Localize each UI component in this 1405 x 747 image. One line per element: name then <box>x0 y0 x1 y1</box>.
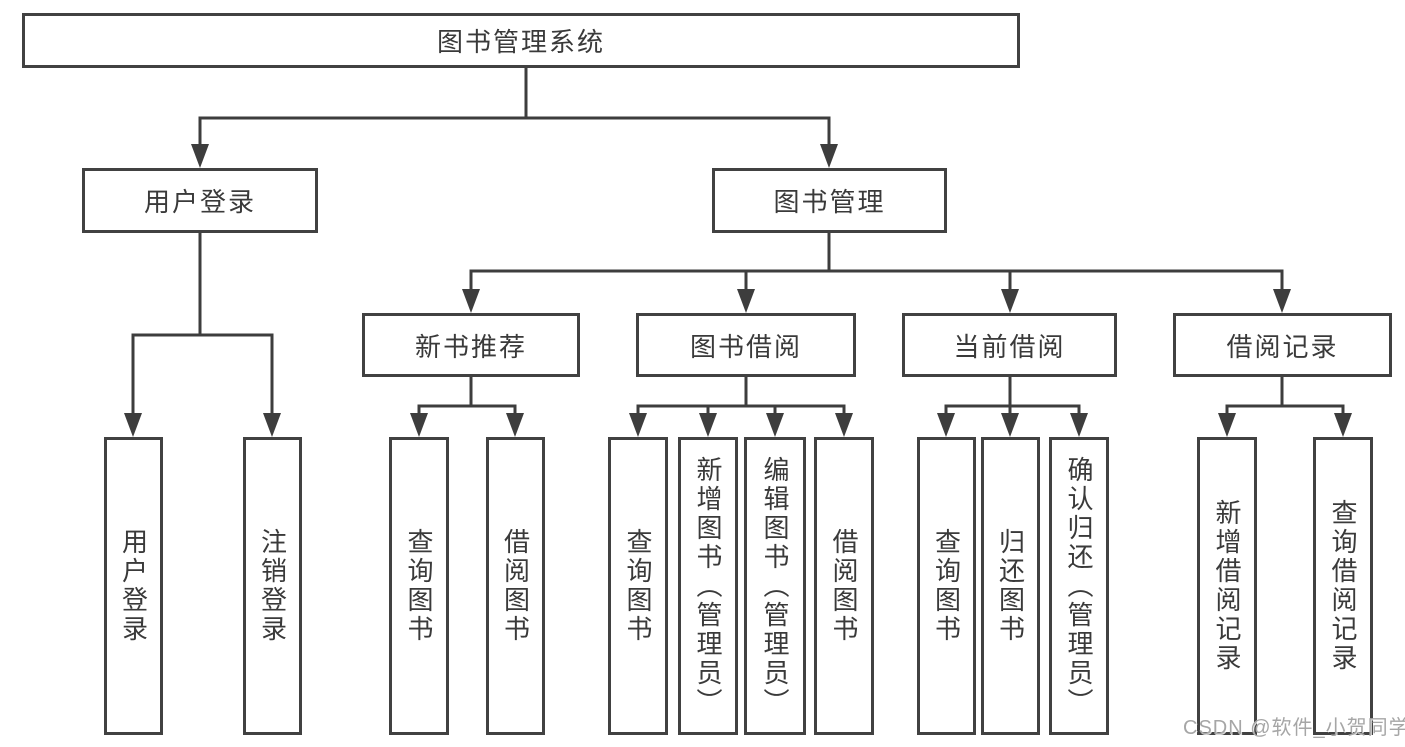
leaf-query-books-current: 查询图书 <box>917 437 976 735</box>
leaf-query-borrow-record-label: 查询借阅记录 <box>1328 499 1358 673</box>
leaf-query-books-borrow-label: 查询图书 <box>623 528 653 644</box>
connector-records-to-leaves <box>1218 377 1352 437</box>
leaf-logout: 注销登录 <box>243 437 302 735</box>
node-borrow-record: 借阅记录 <box>1173 313 1392 377</box>
leaf-edit-book-admin: 编辑图书（管理员） <box>744 437 806 735</box>
leaf-query-books-recommend: 查询图书 <box>389 437 449 735</box>
connector-bookmgmt-to-level3 <box>462 233 1291 313</box>
leaf-borrow-books-recommend: 借阅图书 <box>486 437 545 735</box>
node-book-borrow: 图书借阅 <box>636 313 856 377</box>
leaf-return-books-label: 归还图书 <box>995 528 1026 644</box>
node-user-login-group: 用户登录 <box>82 168 318 233</box>
leaf-query-borrow-record: 查询借阅记录 <box>1313 437 1373 735</box>
leaf-user-login: 用户登录 <box>104 437 163 735</box>
leaf-query-books-borrow: 查询图书 <box>608 437 668 735</box>
leaf-logout-label: 注销登录 <box>257 528 288 644</box>
leaf-confirm-return-admin: 确认归还（管理员） <box>1049 437 1109 735</box>
connector-root-to-level2 <box>191 68 838 168</box>
node-root-label: 图书管理系统 <box>436 27 605 57</box>
connector-borrow-to-leaves <box>629 377 853 437</box>
node-new-book-recommend-label: 新书推荐 <box>414 331 527 362</box>
node-new-book-recommend: 新书推荐 <box>362 313 580 377</box>
leaf-return-books: 归还图书 <box>981 437 1040 735</box>
leaf-add-borrow-record: 新增借阅记录 <box>1197 437 1257 735</box>
node-root-system: 图书管理系统 <box>22 13 1020 68</box>
node-current-borrow: 当前借阅 <box>902 313 1117 377</box>
connector-current-to-leaves <box>937 377 1088 437</box>
node-book-management: 图书管理 <box>712 168 947 233</box>
leaf-query-books-current-label: 查询图书 <box>931 528 962 644</box>
leaf-borrow-books-recommend-label: 借阅图书 <box>500 528 531 644</box>
csdn-watermark: CSDN @软件_小贺同学 <box>1183 717 1405 739</box>
leaf-user-login-label: 用户登录 <box>118 528 149 644</box>
leaf-edit-book-admin-label: 编辑图书（管理员） <box>760 455 790 717</box>
node-borrow-record-label: 借阅记录 <box>1226 331 1339 362</box>
node-current-borrow-label: 当前借阅 <box>953 331 1066 362</box>
connector-userlogin-to-leaves <box>124 233 281 437</box>
leaf-borrow-books-borrow-label: 借阅图书 <box>829 528 859 644</box>
node-book-management-label: 图书管理 <box>773 187 886 217</box>
leaf-query-books-recommend-label: 查询图书 <box>404 528 434 644</box>
leaf-add-borrow-record-label: 新增借阅记录 <box>1212 499 1242 673</box>
connector-recommend-to-leaves <box>410 377 524 437</box>
leaf-borrow-books-borrow: 借阅图书 <box>814 437 874 735</box>
leaf-add-book-admin-label: 新增图书（管理员） <box>693 455 723 717</box>
node-user-login-group-label: 用户登录 <box>143 187 256 217</box>
leaf-confirm-return-admin-label: 确认归还（管理员） <box>1064 455 1094 717</box>
leaf-add-book-admin: 新增图书（管理员） <box>678 437 738 735</box>
node-book-borrow-label: 图书借阅 <box>689 331 802 362</box>
